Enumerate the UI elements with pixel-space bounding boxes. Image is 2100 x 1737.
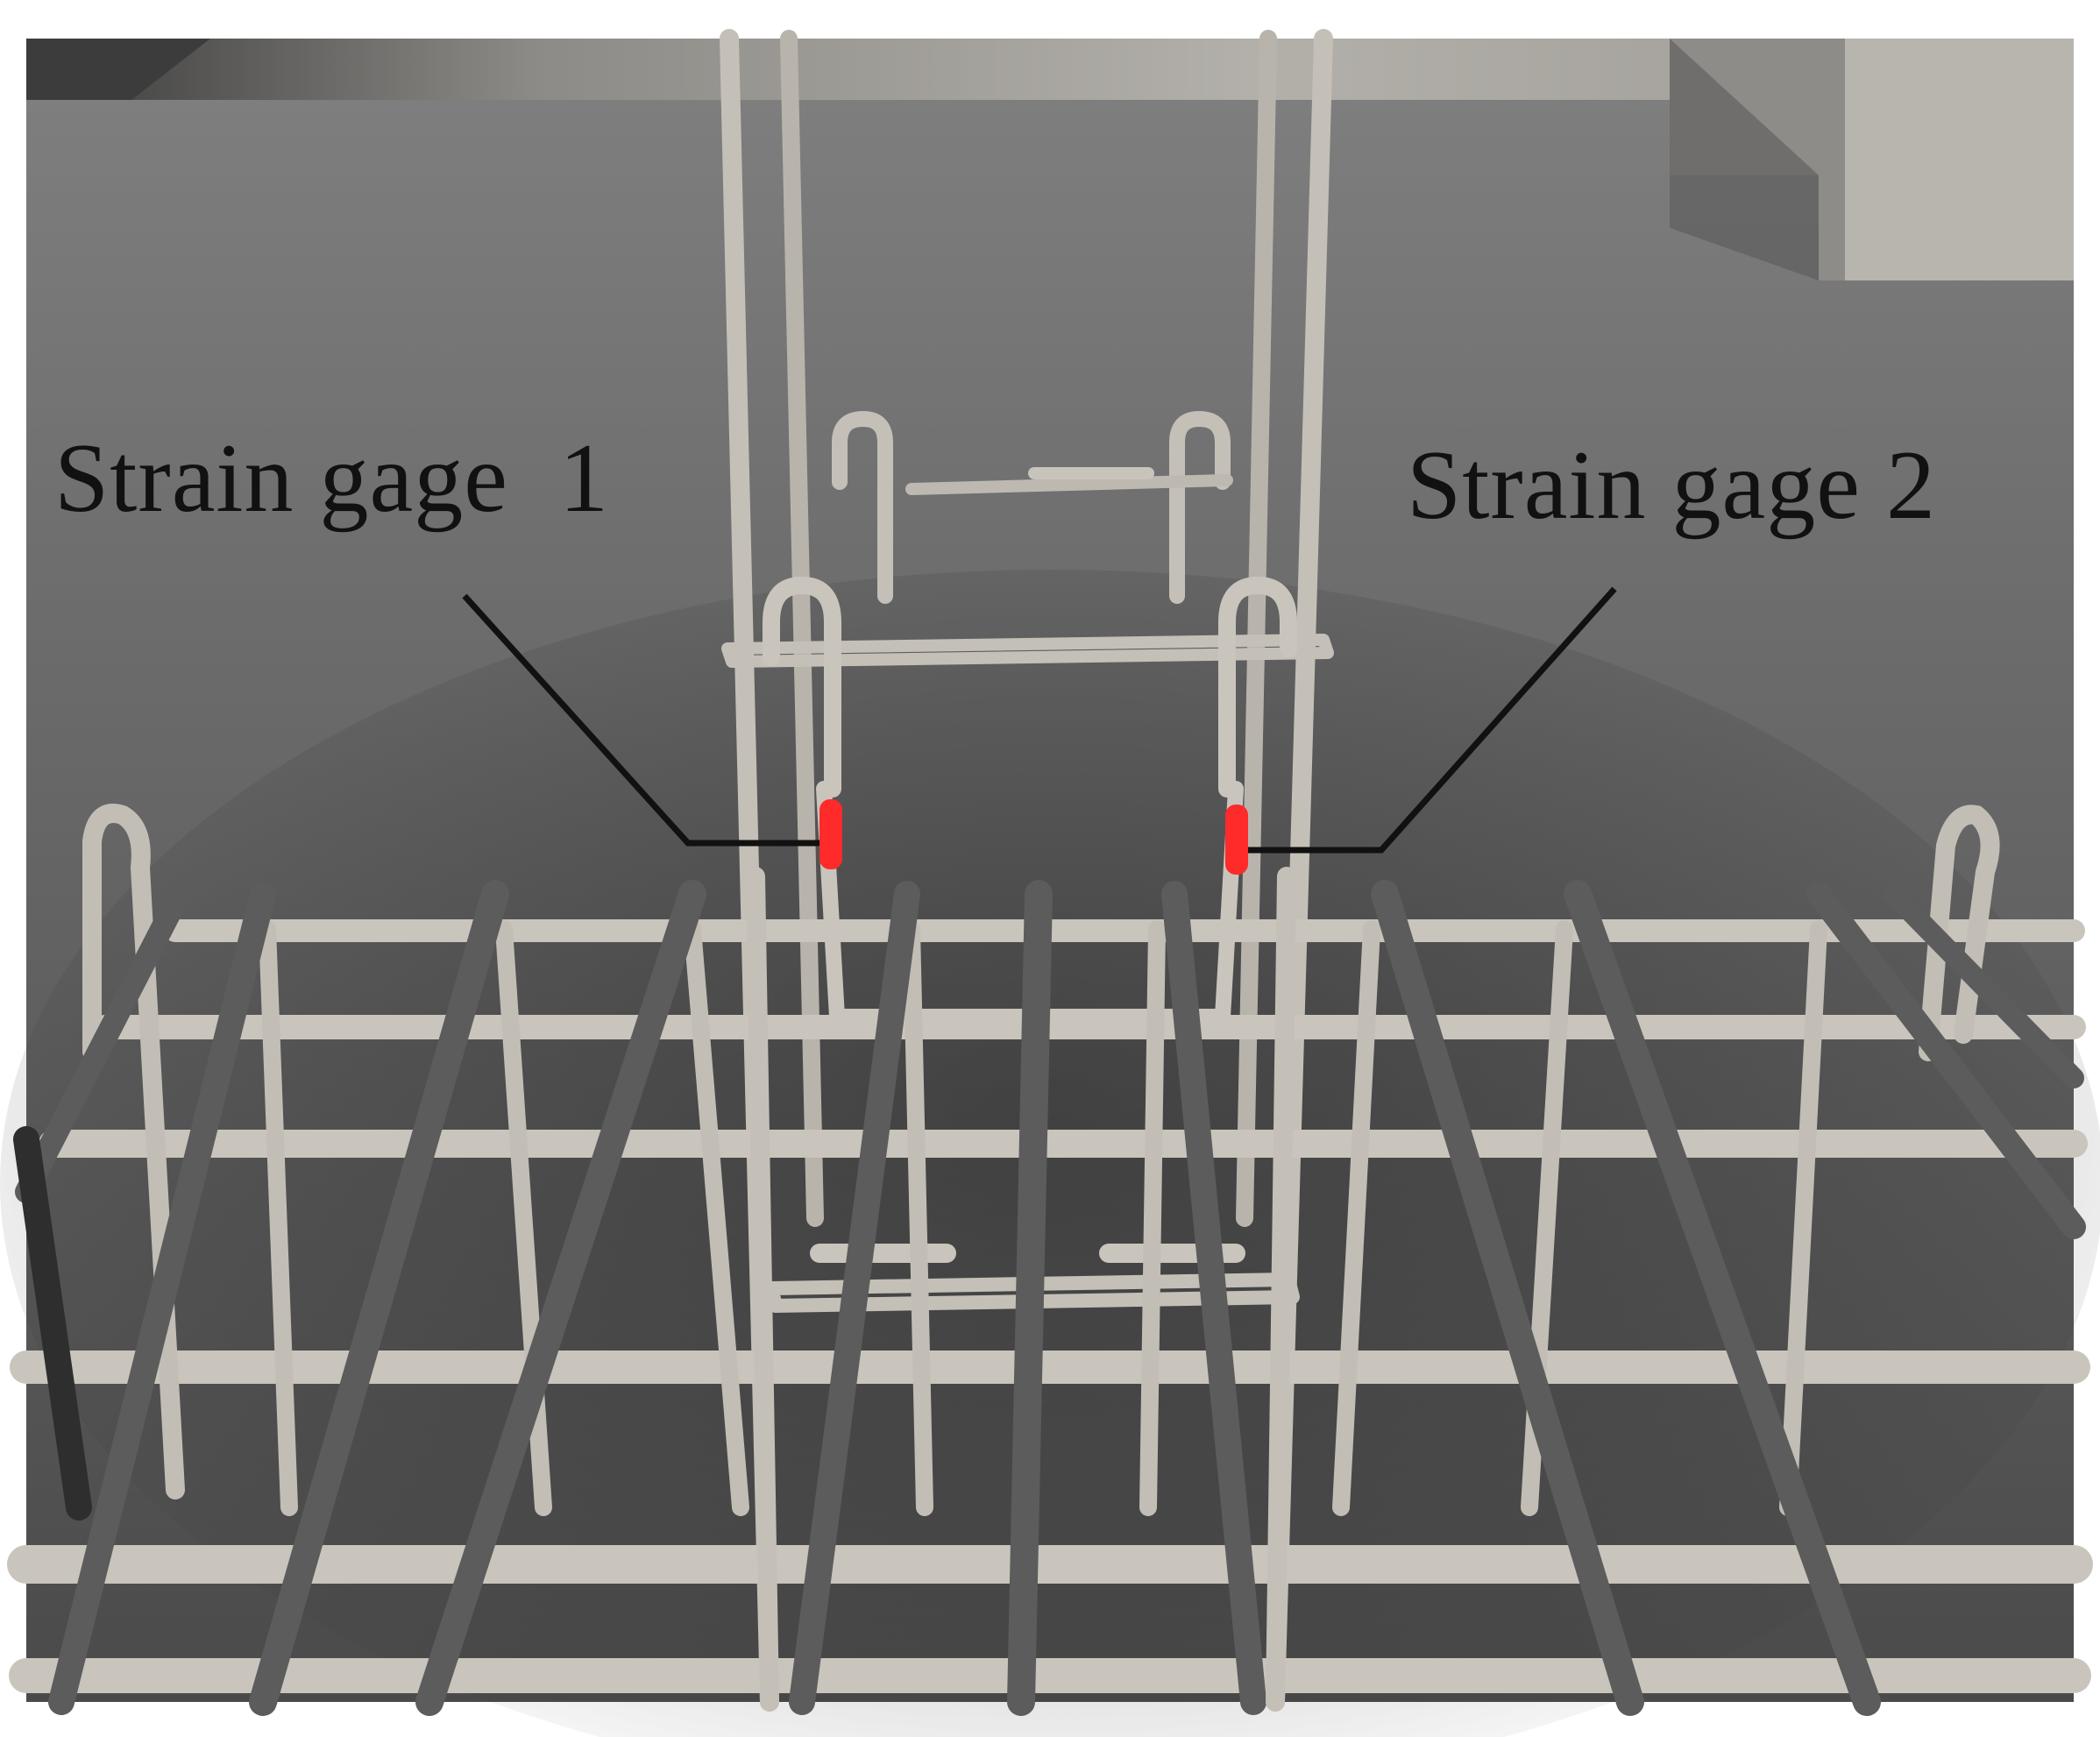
mesh-longitudinal-bar xyxy=(1371,880,1644,1716)
leader-line-gage-2 xyxy=(1248,586,1617,854)
mesh-leg xyxy=(1779,920,1827,1516)
tie-upper-hook-left xyxy=(832,411,893,604)
tie-upper-bar xyxy=(905,474,1233,495)
mesh-hook-left xyxy=(82,804,185,1499)
wall-corner-left xyxy=(26,39,210,100)
mesh-longitudinal-bar xyxy=(15,883,191,1203)
column-rebar-left-lower xyxy=(746,867,779,1712)
mesh-longitudinal-bar xyxy=(1806,882,2086,1239)
mesh-longitudinal-bar xyxy=(1564,880,1881,1716)
wall-pillar-right-face xyxy=(1845,39,2074,280)
mesh-longitudinal-bar xyxy=(1007,880,1053,1716)
mesh-leg xyxy=(259,920,298,1516)
tie-upper-hook-right xyxy=(1169,411,1231,604)
strain-gage-2-label: Strain gage 2 xyxy=(1407,431,1936,540)
mesh-leg xyxy=(1139,920,1166,1516)
mesh-longitudinal-bar xyxy=(13,1126,92,1521)
strain-gages xyxy=(819,799,1248,875)
mesh-longitudinal-bar xyxy=(789,881,920,1715)
wall-pillar-right-shade xyxy=(1670,39,1819,280)
tie-lower-frame xyxy=(764,1273,1300,1313)
strain-gage-2-marker xyxy=(1225,805,1248,875)
tie-middle-hook-right xyxy=(1218,577,1297,798)
strain-gage-1-label: Strain gage 1 xyxy=(54,424,609,533)
mesh-hook-right xyxy=(1919,805,2000,1061)
tie-middle-hook-left xyxy=(763,577,841,798)
mesh-longitudinal-bar xyxy=(415,880,706,1716)
mesh-leg xyxy=(1332,920,1380,1516)
mesh-longitudinal-bar xyxy=(249,880,509,1716)
leader-lines xyxy=(462,586,1617,854)
mesh-leg xyxy=(903,920,933,1516)
strain-gage-1-marker xyxy=(819,799,842,869)
base-mesh-longitudinal xyxy=(13,880,2086,1716)
base-mesh-transverse xyxy=(7,919,2093,1693)
tie-middle-frame xyxy=(721,634,1334,668)
mesh-longitudinal-bar xyxy=(1161,881,1266,1715)
mesh-longitudinal-bar xyxy=(48,881,276,1715)
mesh-longitudinal-bar xyxy=(1883,883,2084,1088)
mesh-leg xyxy=(684,920,749,1516)
column-rebars-lower xyxy=(746,867,1296,1712)
leader-line-gage-1 xyxy=(462,593,819,847)
column-rebar-right-lower xyxy=(1266,867,1296,1712)
